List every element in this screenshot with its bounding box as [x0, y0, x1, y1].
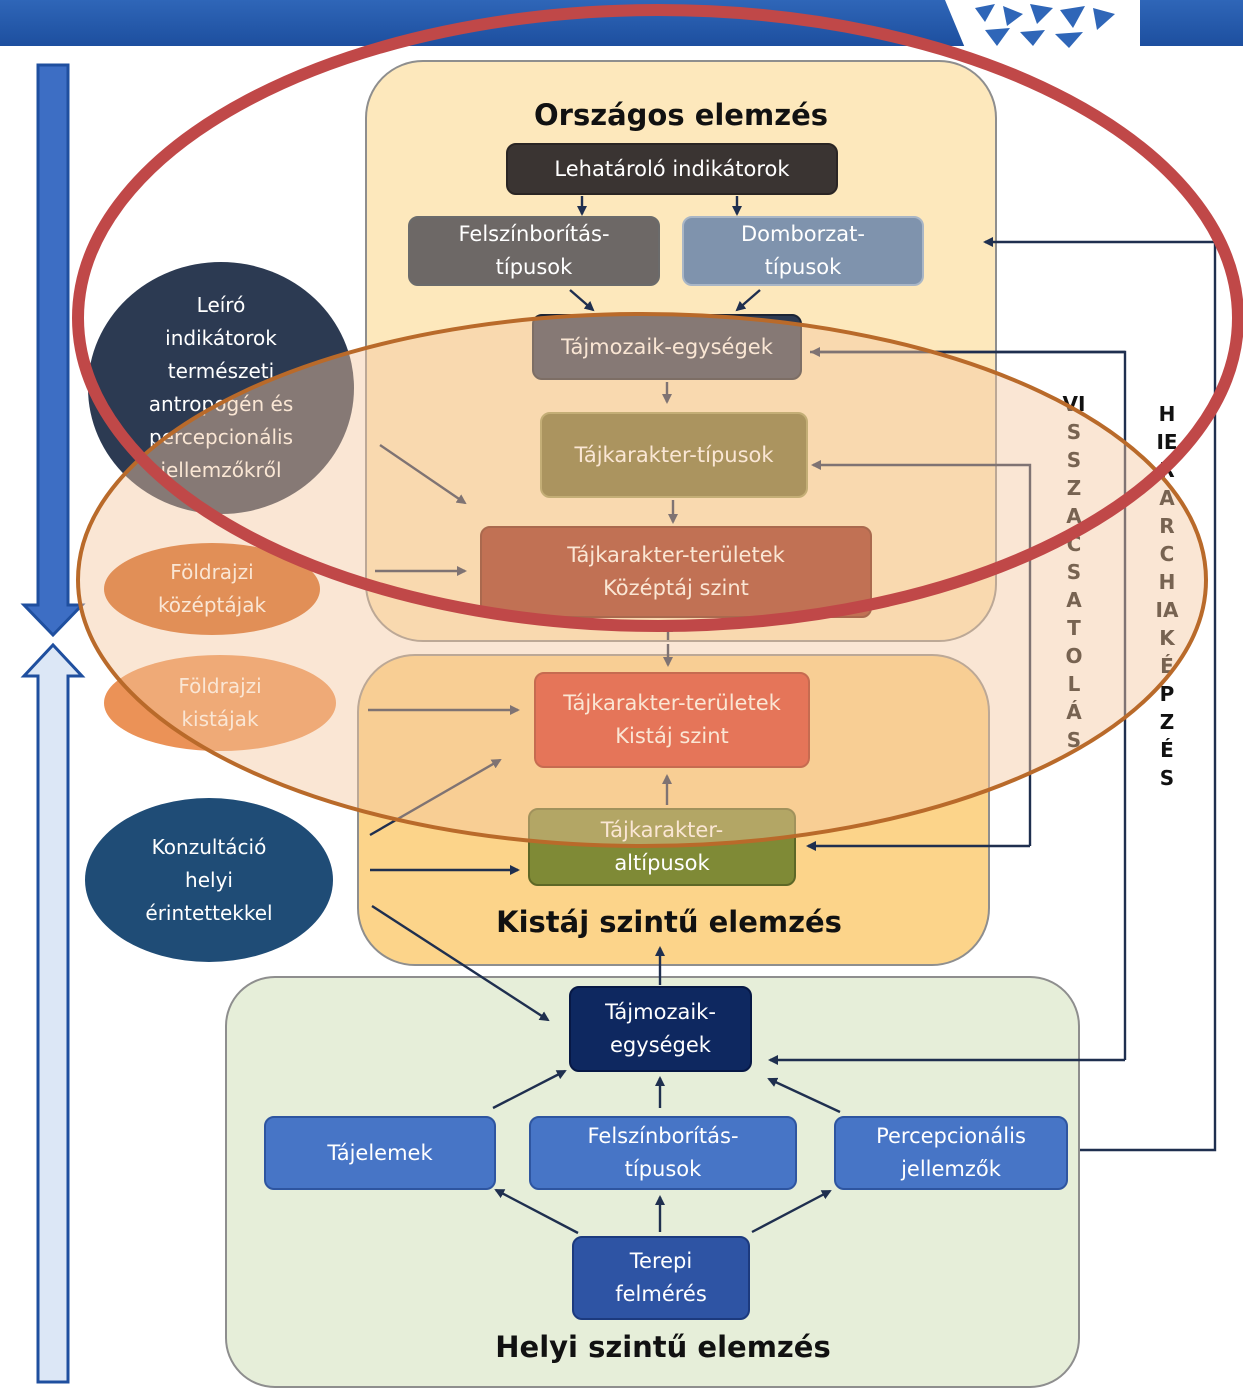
landscape-mosaic-units-local-box: Tájmozaik- egységek: [569, 986, 752, 1072]
boundary-indicators-box: Lehatároló indikátorok: [506, 143, 838, 195]
geographic-middle-landscapes-ellipse: Földrajzi középtájak: [104, 543, 320, 635]
downward-arrow-icon: [20, 63, 86, 638]
land-cover-types-local-box: Felszínborítás- típusok: [529, 1116, 797, 1190]
landscape-mosaic-units-box: Tájmozaik-egységek: [532, 314, 802, 380]
land-cover-types-box: Felszínborítás- típusok: [408, 216, 660, 286]
local-analysis-title: Helyi szintű elemzés: [495, 1330, 831, 1364]
landscape-character-types-box: Tájkarakter-típusok: [540, 412, 808, 498]
small-landscape-analysis-title: Kistáj szintű elemzés: [496, 905, 842, 939]
local-consultation-ellipse: Konzultáció helyi érintettekkel: [85, 798, 333, 962]
upward-arrow-icon: [20, 642, 86, 1384]
character-areas-small-box: Tájkarakter-területek Kistáj szint: [534, 672, 810, 768]
descriptive-indicators-ellipse: Leíró indikátorok természeti antropogén …: [88, 262, 354, 514]
hierarchy-vertical-label: HIERARCHIAKÉPZÉS: [1155, 402, 1179, 790]
feedback-vertical-label: VISSZACSATOLÁS: [1062, 392, 1086, 752]
perceptual-features-box: Percepcionális jellemzők: [834, 1116, 1068, 1190]
field-survey-box: Terepi felmérés: [572, 1236, 750, 1320]
character-areas-middle-box: Tájkarakter-területek Középtáj szint: [480, 526, 872, 618]
relief-types-box: Domborzat- típusok: [682, 216, 924, 286]
landscape-elements-box: Tájelemek: [264, 1116, 496, 1190]
geographic-small-landscapes-ellipse: Földrajzi kistájak: [104, 655, 336, 751]
landscape-subtypes-box: Tájkarakter- altípusok: [528, 808, 796, 886]
